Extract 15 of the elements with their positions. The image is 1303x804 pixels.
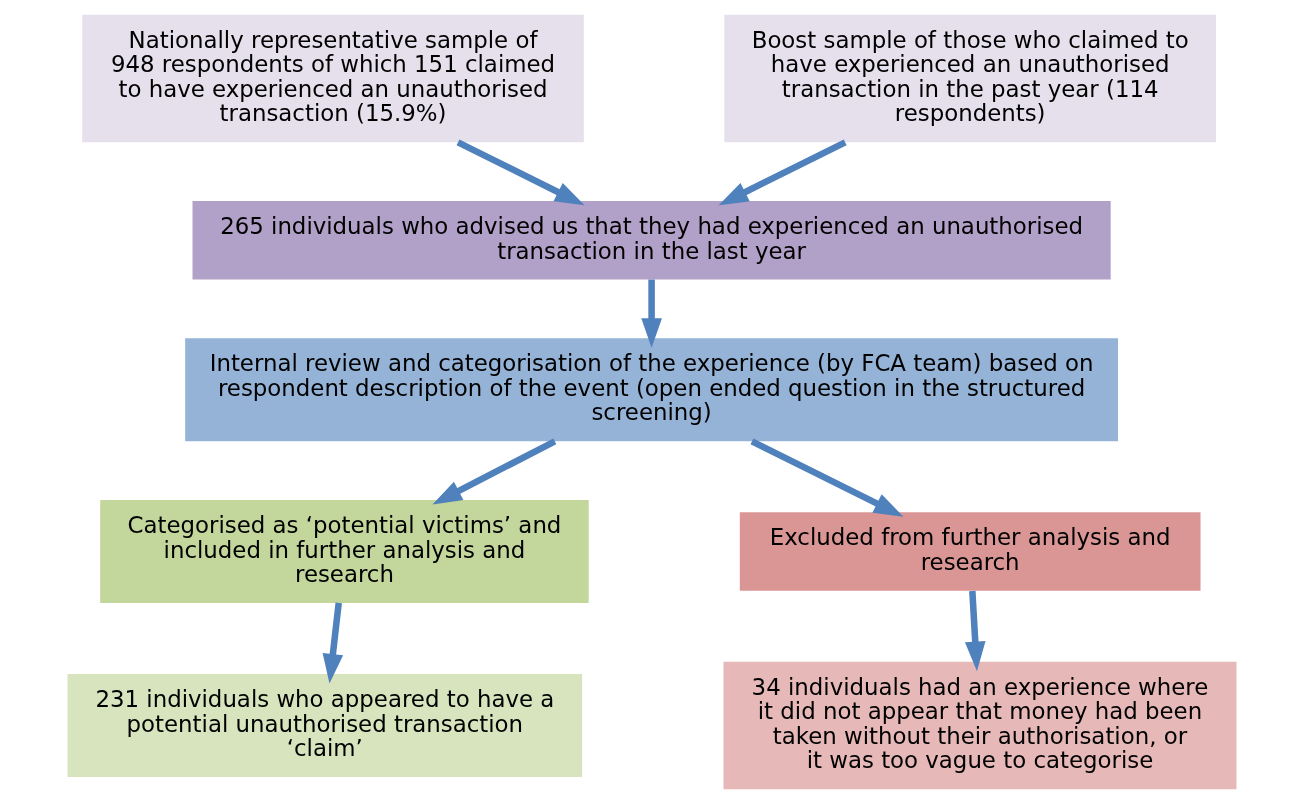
arrow <box>718 139 847 206</box>
node-box: 231 individuals who appeared to have a potential unauthorised transaction ‘claim’ <box>67 674 582 777</box>
arrow <box>750 438 903 517</box>
arrow <box>640 279 662 348</box>
node-box: Boost sample of those who claimed to have experienced an unauthorised transaction in the past year (114 respondents) <box>723 14 1216 143</box>
arrow <box>431 438 556 505</box>
arrow <box>456 139 585 206</box>
node-box: Nationally representative sample of 948 respondents of which 151 claimed to have experienced an unauthorised transaction (15.9%) <box>81 14 584 143</box>
node-box: 34 individuals had an experience where it did not appear that money had been taken without their authorisation, or it was too vague to categorise <box>723 661 1236 790</box>
node-box: 265 individuals who advised us that they had experienced an unauthorised transaction in the last year <box>192 201 1111 280</box>
node-box: Internal review and categorisation of the experience (by FCA team) based on respondent description of the event (open ended question in the structured screening) <box>184 338 1118 442</box>
node-box: Categorised as ‘potential victims’ and included in further analysis and research <box>99 500 589 603</box>
node-box: Excluded from further analysis and research <box>739 512 1200 591</box>
arrow <box>964 590 986 672</box>
arrow <box>322 602 343 684</box>
